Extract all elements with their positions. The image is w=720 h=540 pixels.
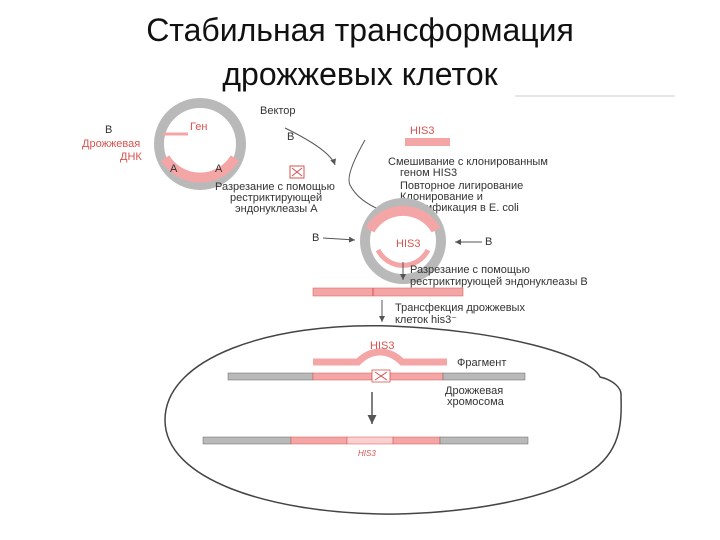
yeast-dna-label-1: Дрожжевая <box>82 138 140 150</box>
his3-plasmid-label: HIS3 <box>396 238 420 250</box>
title-line-1: Стабильная трансформация <box>146 12 574 48</box>
fragment-in-cell: HIS3 Фрагмент <box>313 340 506 369</box>
yeast-cell-outline <box>164 324 622 515</box>
ligation-label-1: Повторное лигирование <box>400 180 523 192</box>
linear-fragment <box>312 287 464 297</box>
title-line-2: дрожжевых клеток <box>222 56 498 92</box>
ligation-label-2: Клонирование и <box>400 191 483 203</box>
site-b-plasmid-right: B <box>485 236 492 248</box>
site-a-right: A <box>215 163 223 175</box>
arrow-vector <box>284 127 336 166</box>
integrated-chromosome: HIS3 <box>202 436 529 458</box>
cut-a-label: Разрезание с помощью рестриктирующей энд… <box>215 181 335 215</box>
cut-a-label-3: эндонуклеазы A <box>235 203 318 215</box>
chromosome-label-2: хромосома <box>447 396 505 408</box>
yeast-dna-label-2: ДНК <box>120 151 142 163</box>
cut-a-label-1: Разрезание с помощью <box>215 181 335 193</box>
his3-fragment-label: HIS3 <box>370 340 394 352</box>
cut-gene-box <box>289 165 305 179</box>
his3-cloned-gene <box>405 138 450 146</box>
chromosome-label-1: Дрожжевая <box>445 385 503 397</box>
site-b-plasmid-left: B <box>312 232 319 244</box>
cut-b-label-2: рестриктирующей эндонуклеазы B <box>410 276 588 288</box>
vector-label: Вектор <box>260 105 296 117</box>
site-b-left: B <box>105 124 112 136</box>
cut-b-label: Разрезание с помощью рестриктирующей энд… <box>410 264 588 288</box>
cut-a-label-2: рестриктирующей <box>230 192 322 204</box>
fragment-label: Фрагмент <box>457 357 506 369</box>
plasmid-ring <box>154 98 246 190</box>
his3-final-label: HIS3 <box>358 449 376 458</box>
site-a-left: A <box>170 163 178 175</box>
yeast-dna-segment <box>160 155 240 183</box>
yeast-chromosome: Дрожжевая хромосома <box>227 369 526 408</box>
transform-label: Трансфекция дрожжевых клеток his3⁻ <box>395 302 525 326</box>
his3-label: HIS3 <box>410 125 434 137</box>
mix-label-1: Смешивание с клонированным <box>388 156 548 168</box>
transform-label-1: Трансфекция дрожжевых <box>395 302 525 314</box>
slide-title: Стабильная трансформация дрожжевых клето… <box>0 8 720 96</box>
cut-b-label-1: Разрезание с помощью <box>410 264 530 276</box>
site-b-right: B <box>287 131 294 143</box>
gene-label: Ген <box>190 121 207 133</box>
mix-label-2: геном HIS3 <box>400 167 457 179</box>
plasmid-vector: Ген Вектор B B Дрожжевая ДНК A A <box>82 98 296 190</box>
transform-label-2: клеток his3⁻ <box>395 314 457 326</box>
